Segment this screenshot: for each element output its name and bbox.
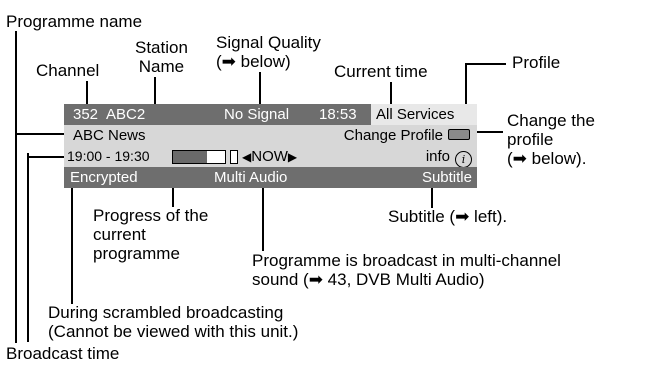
leader-subtitle — [431, 187, 433, 208]
right-arrow-icon: ▶ — [287, 150, 298, 164]
left-arrow-icon: ◀ — [242, 150, 252, 164]
progress-fill — [173, 151, 207, 163]
multi-audio-status: Multi Audio — [214, 169, 288, 186]
info-label: info — [425, 148, 450, 165]
callout-scrambled: During scrambled broadcasting (Cannot be… — [48, 303, 299, 341]
leader-profile-horizontal — [465, 63, 506, 65]
signal-quality: No Signal — [224, 106, 290, 123]
station-name: ABC2 — [106, 106, 146, 123]
leader-multi-audio — [262, 187, 264, 251]
callout-multi-audio: Programme is broadcast in multi-channel … — [252, 251, 561, 289]
profile-box: All Services — [371, 104, 477, 125]
progress-bar-end — [230, 150, 238, 164]
callout-station-name: Station Name — [135, 38, 188, 76]
leader-current-time — [390, 82, 392, 105]
profile-name: All Services — [376, 106, 455, 123]
leader-scrambled — [71, 187, 73, 304]
callout-programme-name: Programme name — [6, 12, 143, 31]
broadcast-time: 19:00 - 19:30 — [67, 148, 150, 164]
leader-broadcast-time-vertical — [27, 153, 29, 342]
leader-profile-vertical — [465, 63, 467, 105]
info-banner: 352 ABC2 No Signal 18:53 All Services AB… — [64, 104, 477, 188]
change-profile-label: Change Profile — [343, 127, 443, 144]
encrypted-status: Encrypted — [70, 169, 138, 186]
info-icon: i — [455, 151, 472, 168]
programme-name: ABC News — [73, 127, 146, 144]
leader-signal-quality — [259, 72, 261, 105]
now-label: NOW — [251, 148, 288, 165]
leader-change-profile — [469, 131, 503, 133]
leader-channel — [86, 81, 88, 105]
leader-programme-name-horizontal — [15, 133, 67, 135]
callout-broadcast-time: Broadcast time — [6, 344, 120, 363]
leader-station-name — [154, 77, 156, 105]
leader-broadcast-time-horizontal — [27, 156, 64, 158]
now-indicator: ◀NOW▶ — [242, 146, 297, 168]
callout-profile: Profile — [512, 53, 561, 72]
leader-programme-name-vertical — [15, 31, 17, 343]
callout-progress: Progress of the current programme — [93, 206, 209, 263]
banner-row-programme: ABC News Change Profile — [64, 125, 477, 146]
change-profile: Change Profile — [344, 125, 470, 146]
progress-bar — [172, 150, 226, 164]
callout-channel: Channel — [36, 61, 100, 80]
callout-signal-quality: Signal Quality (➡ below) — [216, 33, 321, 71]
current-time: 18:53 — [319, 106, 357, 123]
subtitle-status: Subtitle — [421, 169, 472, 186]
callout-subtitle: Subtitle (➡ left). — [388, 207, 508, 226]
banner-row-status: Encrypted Multi Audio Subtitle — [64, 167, 477, 188]
callout-change-profile: Change the profile (➡ below). — [507, 111, 595, 168]
callout-current-time: Current time — [334, 62, 428, 81]
banner-row-channel: 352 ABC2 No Signal 18:53 All Services — [64, 104, 477, 125]
channel-number: 352 — [73, 106, 99, 123]
profile-key-icon — [448, 129, 470, 140]
